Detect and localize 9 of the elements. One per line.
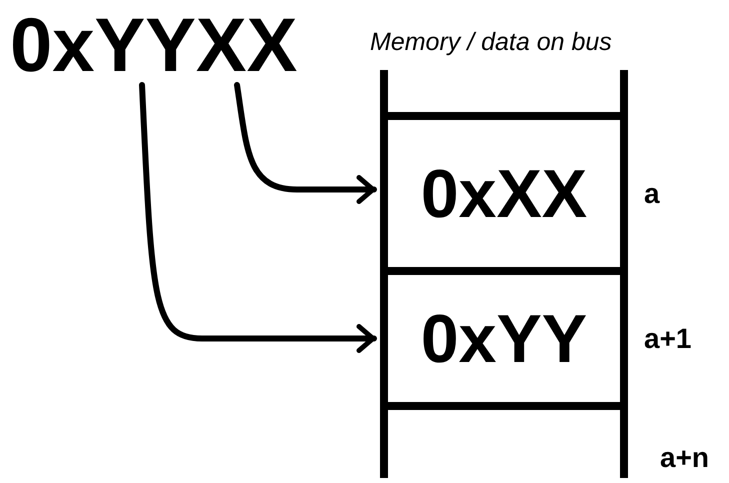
- hex-value: 0xYYXX: [10, 8, 298, 84]
- address-label: a+1: [644, 322, 692, 354]
- arrow: [234, 82, 377, 204]
- byte-value: 0xYY: [420, 304, 588, 372]
- address-label: a+n: [660, 442, 710, 474]
- address-label: a: [644, 178, 660, 210]
- arrow: [139, 82, 377, 353]
- byte-value: 0xXX: [420, 160, 588, 228]
- column-heading: Memory / data on bus: [370, 28, 612, 57]
